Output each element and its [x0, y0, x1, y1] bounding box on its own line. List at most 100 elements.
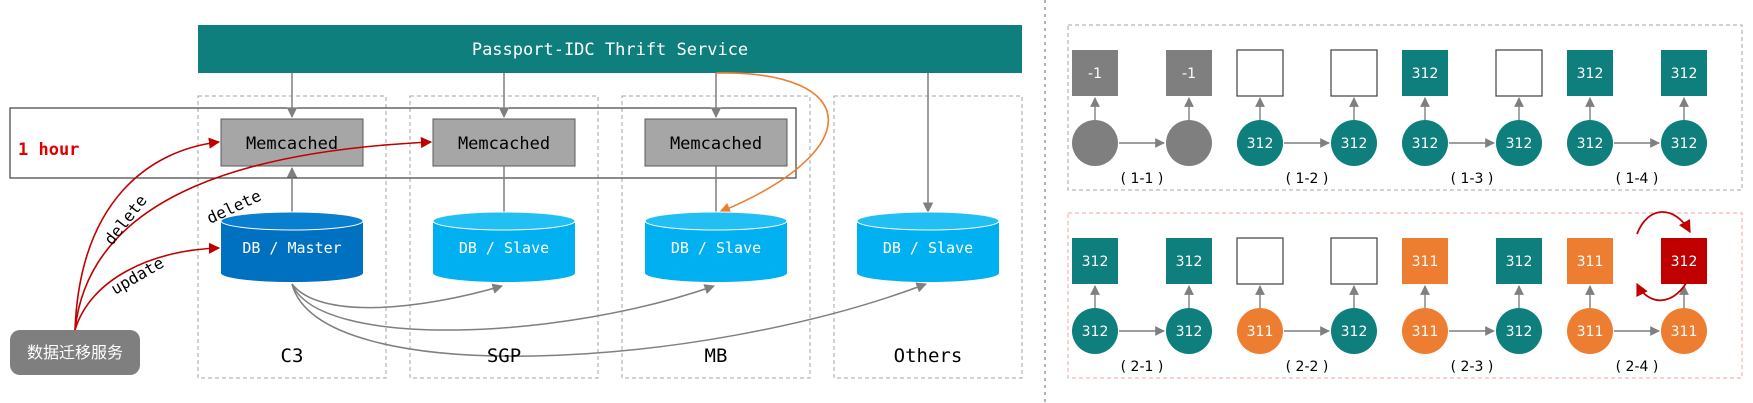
scenario-label: ( 1-4 ): [1616, 171, 1659, 187]
scenario-label: ( 2-4 ): [1616, 359, 1659, 375]
scenario-label: ( 2-3 ): [1451, 359, 1494, 375]
scenario-bottom-3: 311 311 312 312 ( 2-3 ): [1402, 238, 1542, 375]
arrow-service-to-db-mb-orange: [715, 72, 830, 214]
db-value: 312: [1412, 136, 1439, 152]
cache-square: [1495, 49, 1543, 97]
arrow-replication-to-sgp: [291, 283, 504, 309]
cache-square: [1661, 50, 1707, 96]
arrow-delete-memcached-sgp: [74, 136, 433, 331]
db-circle: [1661, 308, 1707, 354]
edge-label-delete: delete: [100, 191, 151, 248]
cache-layer-frame: [9, 107, 797, 179]
scenario-label: ( 1-1 ): [1121, 171, 1164, 187]
thrift-service-bar: [198, 25, 1022, 73]
cache-square: [1072, 238, 1118, 284]
scenario-group-top-frame: [1067, 24, 1743, 191]
cache-square: [1166, 50, 1212, 96]
scenario-label: ( 1-3 ): [1451, 171, 1494, 187]
scenario-top-4: 312 312 312 312 ( 1-4 ): [1567, 50, 1707, 187]
db-slave-label: DB / Slave: [883, 239, 973, 257]
db-circle: [1166, 308, 1212, 354]
db-slave-sgp: DB / Slave: [432, 211, 576, 282]
db-circle: [1237, 120, 1283, 166]
cache-value: -1: [1088, 66, 1102, 82]
architecture-diagram: 1 hour Passport-IDC Thrift Service Memca…: [9, 25, 1023, 379]
edge-label-update: update: [108, 253, 168, 298]
scenario-label: ( 1-2 ): [1286, 171, 1329, 187]
db-slave-label: DB / Slave: [459, 239, 549, 257]
dc-label-mb: MB: [705, 345, 728, 367]
memcached-label: Memcached: [246, 134, 338, 154]
scenarios-panel: -1 -1 ( 1-1 ) 312 312 ( 1-2 ) 312 312 312 ( 1-3 )…: [1067, 24, 1743, 379]
scenario-top-1: -1 -1 ( 1-1 ): [1072, 50, 1212, 187]
db-value: 311: [1671, 324, 1698, 340]
db-value: 312: [1082, 324, 1109, 340]
db-circle: [1331, 308, 1377, 354]
ttl-label: 1 hour: [18, 140, 79, 160]
scenario-label: ( 2-1 ): [1121, 359, 1164, 375]
db-value: 312: [1247, 136, 1274, 152]
cache-value: 312: [1506, 254, 1533, 270]
db-slave-mb: DB / Slave: [644, 211, 788, 282]
arrow-update-db-master: [74, 242, 221, 331]
cache-square: [1567, 238, 1613, 284]
scenario-group-top: -1 -1 ( 1-1 ) 312 312 ( 1-2 ) 312 312 312 ( 1-3 )…: [1072, 49, 1707, 187]
cache-value: 312: [1671, 66, 1698, 82]
db-value: 311: [1577, 324, 1604, 340]
db-circle: [1072, 120, 1118, 166]
cache-square: [1402, 238, 1448, 284]
db-circle: [1072, 308, 1118, 354]
db-value: 312: [1341, 324, 1368, 340]
scenario-bottom-2: 311 312 ( 2-2 ): [1236, 237, 1378, 375]
cache-value: -1: [1182, 66, 1196, 82]
cache-square: [1567, 50, 1613, 96]
db-value: 312: [1176, 324, 1203, 340]
scenario-group-bottom-frame: [1067, 212, 1743, 379]
db-value: 312: [1506, 136, 1533, 152]
db-value: 311: [1412, 324, 1439, 340]
db-slave-others: DB / Slave: [856, 211, 1000, 282]
scenario-bottom-1: 312 312 312 312 ( 2-1 ): [1072, 238, 1212, 375]
cache-square: [1330, 237, 1378, 285]
cache-value: 311: [1412, 254, 1439, 270]
cache-square: [1496, 238, 1542, 284]
db-value: 312: [1671, 136, 1698, 152]
cache-value: 312: [1082, 254, 1109, 270]
cache-square: [1236, 237, 1284, 285]
db-master-c3: DB / Master: [220, 211, 364, 282]
db-value: 311: [1247, 324, 1274, 340]
dc-label-sgp: SGP: [487, 345, 521, 367]
db-circle: [1661, 120, 1707, 166]
db-circle: [1237, 308, 1283, 354]
db-circle: [1567, 120, 1613, 166]
swap-arrow-top: [1636, 211, 1691, 235]
db-value: 312: [1506, 324, 1533, 340]
cache-value: 311: [1577, 254, 1604, 270]
cache-square: [1330, 49, 1378, 97]
memcached-sgp: Memcached: [432, 118, 576, 167]
cache-square: [1661, 238, 1707, 284]
cache-value: 312: [1176, 254, 1203, 270]
db-circle: [1496, 308, 1542, 354]
cache-value: 312: [1577, 66, 1604, 82]
cache-square: [1236, 49, 1284, 97]
db-slave-label: DB / Slave: [671, 239, 761, 257]
db-circle: [1331, 120, 1377, 166]
db-circle: [1166, 120, 1212, 166]
arrow-replication-to-mb: [291, 283, 715, 331]
scenario-label: ( 2-2 ): [1286, 359, 1329, 375]
db-circle: [1567, 308, 1613, 354]
thrift-service-title: Passport-IDC Thrift Service: [472, 40, 748, 60]
memcached-label: Memcached: [458, 134, 550, 154]
dc-label-others: Others: [894, 345, 963, 367]
cache-square: [1072, 50, 1118, 96]
memcached-label: Memcached: [670, 134, 762, 154]
db-value: 312: [1577, 136, 1604, 152]
db-master-label: DB / Master: [242, 239, 341, 257]
cache-square: [1166, 238, 1212, 284]
